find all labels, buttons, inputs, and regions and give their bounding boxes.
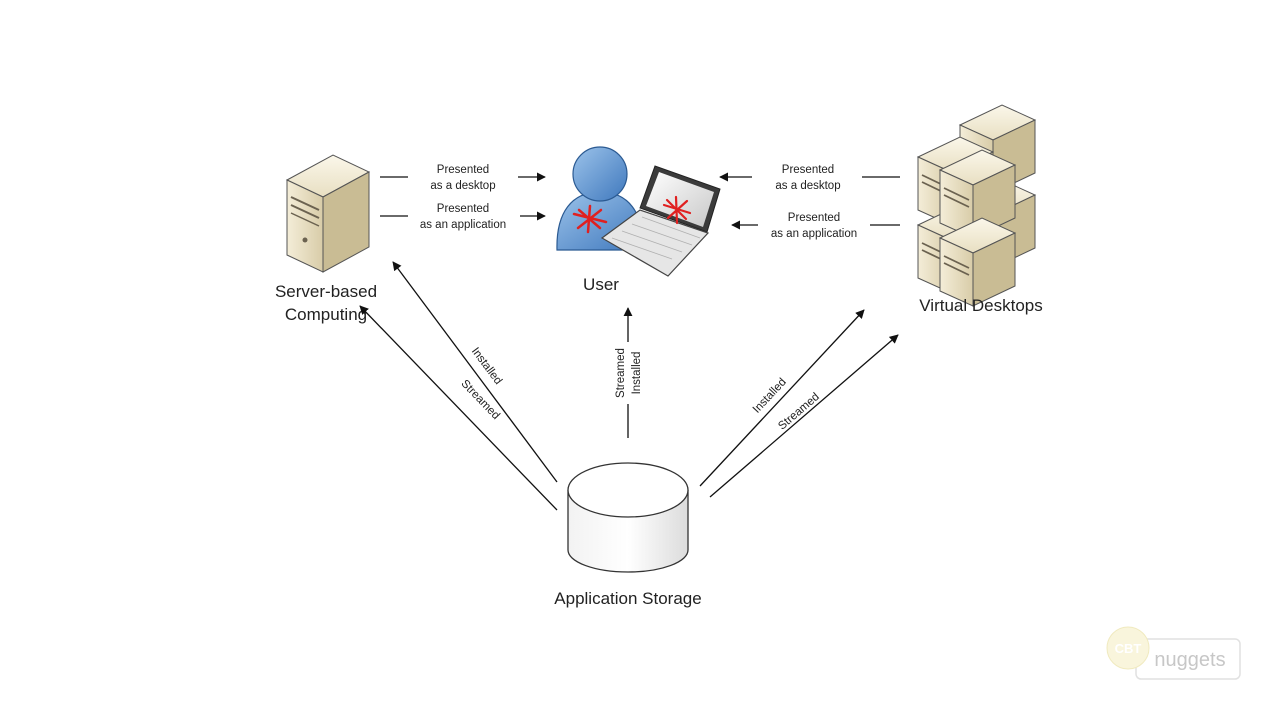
edge-vd-desktop-line2: as a desktop	[775, 180, 840, 192]
edge-server-desktop-line2: as a desktop	[430, 180, 495, 192]
database-icon	[567, 462, 689, 573]
logo-nuggets-text: nuggets	[1154, 649, 1225, 671]
edge-server-app-line1: Presented	[437, 203, 489, 215]
edge-storage-server-installed-label: Installed	[469, 345, 504, 387]
edge-storage-vd-streamed	[709, 334, 899, 498]
edge-storage-server-streamed	[359, 305, 558, 511]
edge-storage-server-installed	[392, 261, 558, 483]
server-based-label-line2: Computing	[285, 305, 367, 324]
virtual-desktops-label: Virtual Desktops	[919, 296, 1042, 315]
edge-storage-vd-installed	[699, 309, 865, 487]
virtual-desktops-icon	[916, 104, 1037, 307]
edge-vd-desktop-line1: Presented	[782, 164, 834, 176]
edge-vd-app-line2: as an application	[771, 228, 857, 240]
edge-server-app-line2: as an application	[420, 219, 506, 231]
logo-cbt-text: CBT	[1115, 641, 1142, 656]
server-based-label-line1: Server-based	[275, 282, 377, 301]
edge-storage-user-streamed-label: Streamed	[615, 348, 627, 398]
app-storage-label: Application Storage	[554, 589, 701, 608]
server-tower-icon	[285, 154, 371, 273]
user-label: User	[583, 275, 619, 294]
cbt-nuggets-logo: CBT nuggets	[1106, 626, 1241, 680]
laptop-icon	[600, 165, 721, 277]
edge-vd-app-line1: Presented	[788, 212, 840, 224]
edge-server-desktop-line1: Presented	[437, 164, 489, 176]
edge-storage-user-installed-label: Installed	[631, 352, 643, 395]
